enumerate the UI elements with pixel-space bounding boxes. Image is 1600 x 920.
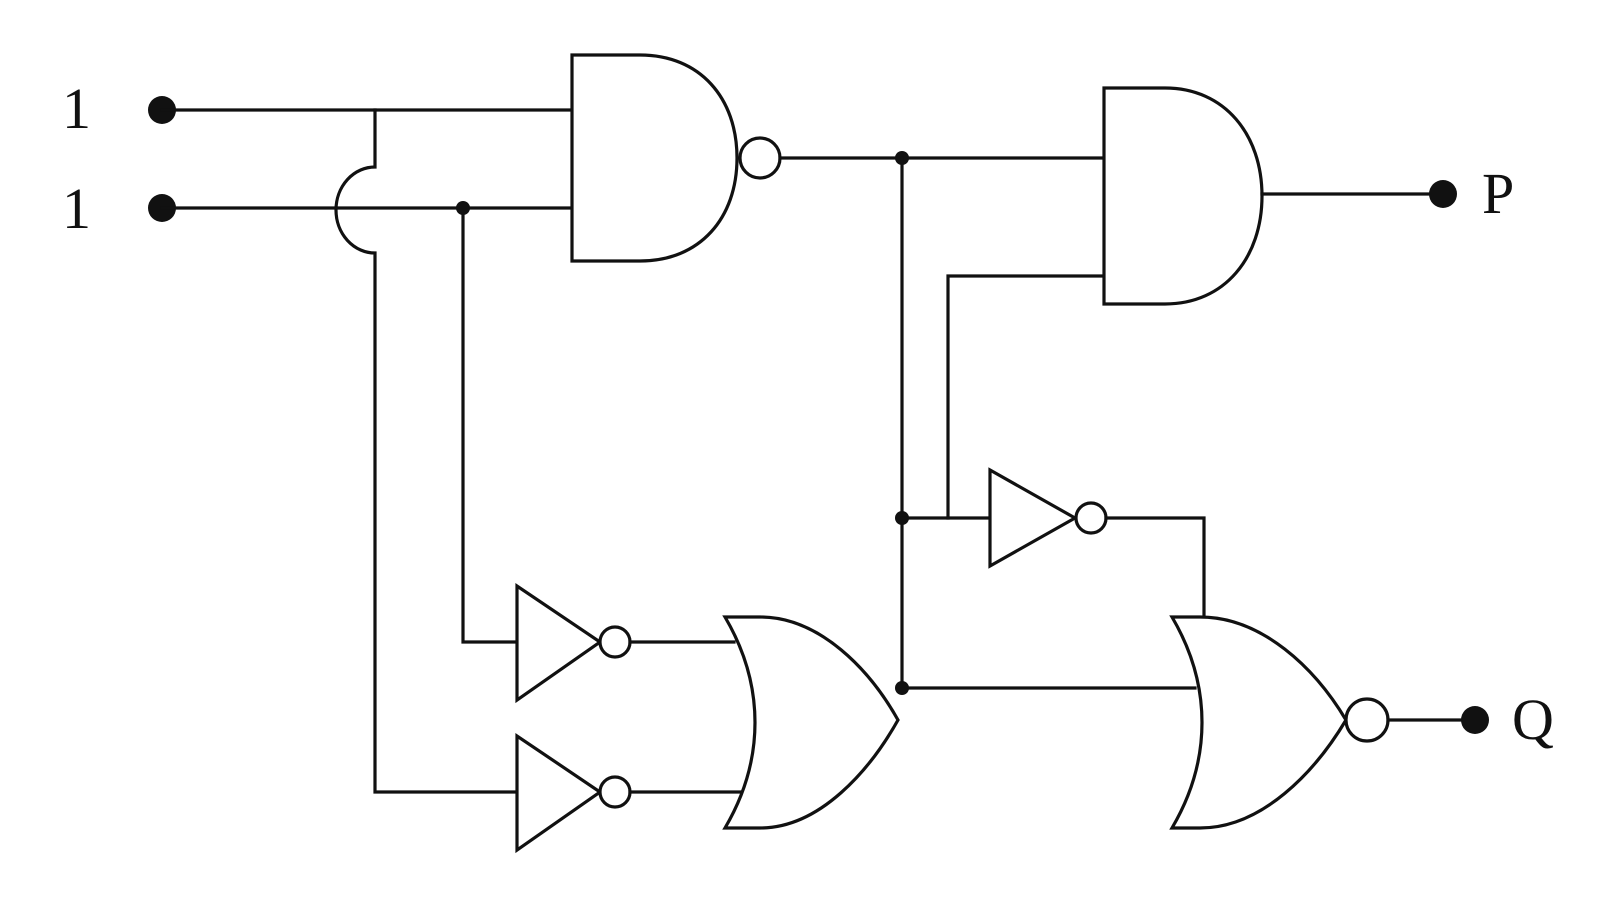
junction-bus-nor — [895, 681, 909, 695]
not-gate-right — [988, 467, 1079, 569]
input-label-2: 1 — [62, 176, 91, 241]
output-terminal-p — [1429, 180, 1457, 208]
not-gate-upper-left — [515, 582, 603, 704]
not-gate-right-bubble — [1074, 501, 1108, 535]
nor-gate — [1169, 615, 1348, 830]
wire-and-lower-input — [946, 274, 1104, 520]
junction-input2 — [456, 201, 470, 215]
not-gate-lower-left — [515, 732, 603, 854]
wire-input2-branch — [461, 206, 517, 644]
output-label-p: P — [1482, 161, 1514, 226]
nand-gate-bubble — [738, 136, 782, 180]
output-label-q: Q — [1512, 687, 1554, 752]
and-gate — [1102, 86, 1264, 306]
or-gate — [722, 615, 900, 830]
not-gate-lower-left-bubble — [598, 775, 632, 809]
nand-gate — [570, 53, 739, 263]
input-label-1: 1 — [62, 76, 91, 141]
nor-gate-bubble — [1344, 697, 1390, 743]
wire-inverter-to-nor — [1104, 516, 1206, 620]
not-gate-upper-left-bubble — [598, 625, 632, 659]
wire-input1-branch — [334, 108, 517, 794]
output-terminal-q — [1461, 706, 1489, 734]
